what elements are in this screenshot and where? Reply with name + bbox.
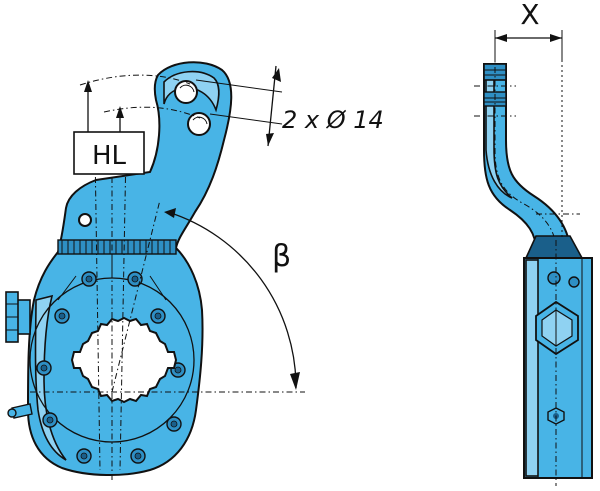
side-neck [524,235,584,259]
dim-x-label: X [520,0,539,31]
adjuster-screw [5,291,31,343]
front-view: HL 2 x Ø 14 β [5,61,384,480]
hole-callout: 2 x Ø 14 [282,106,384,134]
neck-hole [78,213,92,227]
hl-label-box [73,131,145,175]
grease-nipple [7,403,33,419]
weld-seam-texture [61,240,171,254]
side-view: X [474,0,593,486]
housing-bolts [36,271,186,464]
angle-label: β [272,239,291,274]
hl-label: HL [92,141,127,171]
angle-arc [167,211,297,389]
